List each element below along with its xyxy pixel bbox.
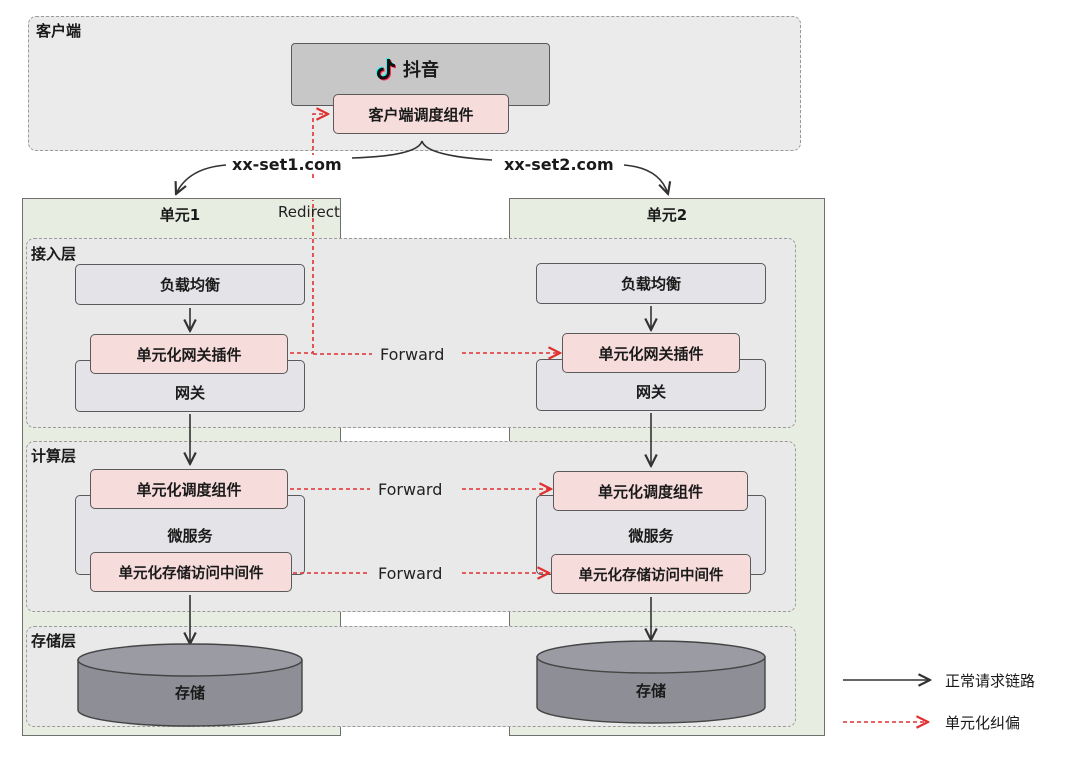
unit2-title: 单元2 xyxy=(646,206,688,224)
unit2-sched-component: 单元化调度组件 xyxy=(553,471,748,511)
unit2-gateway-label: 网关 xyxy=(635,383,666,401)
redirect-label: Redirect xyxy=(278,203,340,221)
forward-label-gateway: Forward xyxy=(380,345,445,364)
app-title: 抖音 xyxy=(375,54,439,84)
storage-layer-label: 存储层 xyxy=(31,632,77,650)
unit2-storage-middleware: 单元化存储访问中间件 xyxy=(551,554,751,594)
app-name: 抖音 xyxy=(403,60,439,81)
client-label: 客户端 xyxy=(36,22,82,40)
unit1-gateway-plugin: 单元化网关插件 xyxy=(90,334,288,374)
unit1-microservice-label: 微服务 xyxy=(167,526,213,545)
route-set1-label: xx-set1.com xyxy=(228,155,346,174)
access-layer-label: 接入层 xyxy=(31,245,77,263)
unit2-gateway-plugin: 单元化网关插件 xyxy=(562,333,740,373)
legend-lines xyxy=(843,680,930,722)
forward-label-storage: Forward xyxy=(378,564,443,583)
unit1-gateway-label: 网关 xyxy=(174,384,205,402)
unit1-title: 单元1 xyxy=(159,206,201,224)
unit1-sched-component: 单元化调度组件 xyxy=(90,469,288,509)
legend-normal-label: 正常请求链路 xyxy=(945,672,1036,690)
unit1-storage-label: 存储 xyxy=(174,684,205,702)
unit1-storage-middleware: 单元化存储访问中间件 xyxy=(90,552,292,592)
storage-layer xyxy=(26,626,796,727)
tiktok-logo-icon xyxy=(376,58,396,81)
compute-layer-label: 计算层 xyxy=(31,447,77,465)
legend-correction-label: 单元化纠偏 xyxy=(945,714,1021,732)
unit2-microservice-label: 微服务 xyxy=(628,526,674,545)
unit2-load-balancer: 负载均衡 xyxy=(536,263,766,304)
client-sched-component: 客户端调度组件 xyxy=(333,94,509,134)
unit1-load-balancer: 负载均衡 xyxy=(75,264,305,305)
route-set2-label: xx-set2.com xyxy=(500,155,618,174)
forward-label-sched: Forward xyxy=(378,480,443,499)
unit2-storage-label: 存储 xyxy=(635,682,666,700)
